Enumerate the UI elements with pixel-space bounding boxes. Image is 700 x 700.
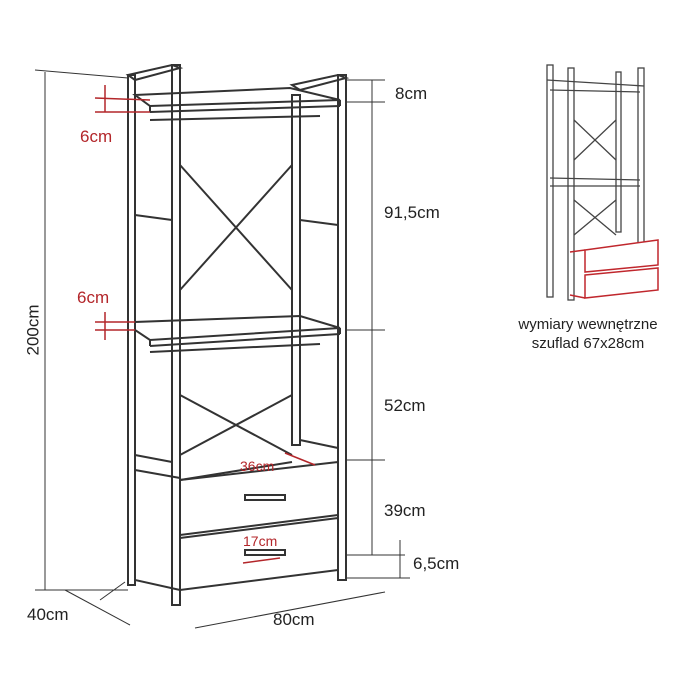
dim-middle-section: 52cm (384, 396, 426, 415)
caption-line-2: szuflad 67x28cm (531, 335, 645, 352)
dim-height-total: 200cm (23, 304, 43, 356)
dim-handle-width: 17cm (243, 533, 278, 549)
dim-width: 80cm (273, 610, 315, 629)
dimension-lines (34, 69, 410, 629)
preview-drawing (546, 64, 645, 301)
dim-drawer-section: 39cm (384, 501, 426, 520)
dim-top-gap: 8cm (395, 84, 428, 103)
dim-rail-offset-top: 6cm (80, 127, 113, 146)
red-measure-arrows (94, 85, 316, 564)
preview-drawers (569, 239, 659, 299)
dim-depth: 40cm (27, 605, 69, 624)
shelf-frame (125, 63, 350, 606)
drawer-caption: wymiary wewnętrzne szuflad 67x28cm (498, 315, 678, 353)
dim-drawer-depth: 36cm (240, 458, 275, 474)
dim-foot-height: 6,5cm (413, 554, 460, 573)
dim-rail-offset-middle: 6cm (77, 288, 110, 307)
caption-line-1: wymiary wewnętrzne (518, 316, 658, 333)
dim-upper-section: 91,5cm (384, 203, 440, 222)
